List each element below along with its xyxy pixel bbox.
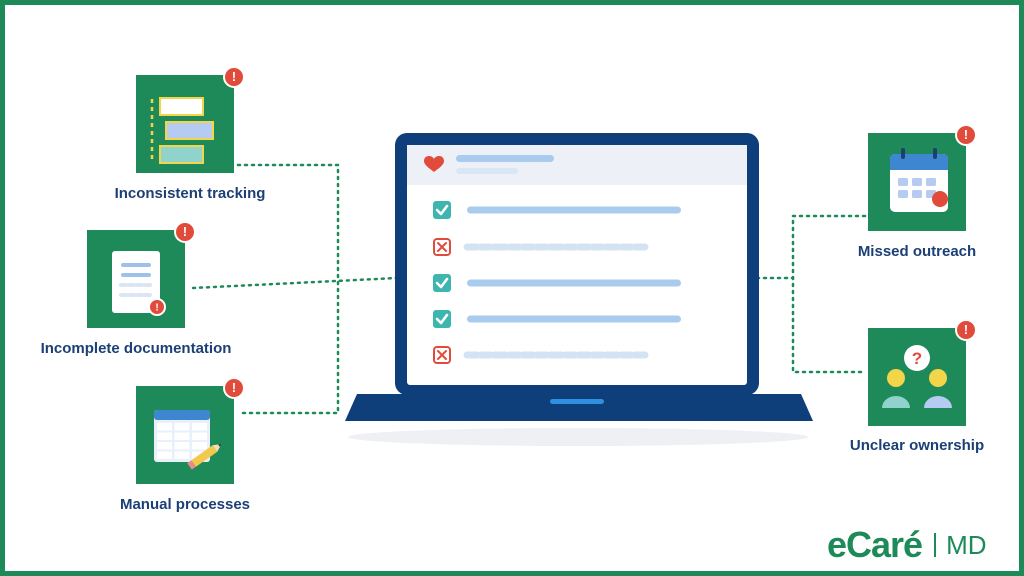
spreadsheet-cell [157, 432, 172, 440]
connector-documentation [191, 276, 399, 290]
person-body [924, 396, 952, 408]
checklist-row-4 [433, 346, 651, 364]
completed-task-line [467, 279, 681, 287]
spreadsheet-cell [192, 442, 207, 450]
spreadsheet-cell [174, 442, 190, 450]
alert-badge-icon [955, 124, 977, 146]
right-connectors [755, 214, 867, 374]
left-connectors [191, 163, 399, 415]
calendar-ring [901, 148, 905, 159]
person-head [887, 369, 905, 387]
alert-symbol: ! [964, 323, 968, 337]
card-spreadsheet-pencil: ! [136, 377, 245, 484]
spreadsheet-cell [192, 423, 207, 431]
checklist-row-3 [433, 310, 681, 328]
card-timeline-boxes: ! [136, 66, 245, 173]
spreadsheet-cell [157, 423, 172, 431]
check-mark-icon [435, 277, 449, 289]
cross-mark-icon [437, 242, 447, 252]
check-mark-icon [435, 204, 449, 216]
label-inconsistent-tracking: Inconsistent tracking [114, 185, 266, 202]
logo-suffix: MD [946, 530, 987, 560]
issue-cards: !!!!!?! [87, 66, 977, 484]
missed-day-marker [932, 191, 948, 207]
heart-icon [424, 156, 444, 172]
alert-badge-icon [174, 221, 196, 243]
alert-badge-icon [148, 298, 166, 316]
document-line [121, 273, 151, 277]
alert-symbol: ! [964, 128, 968, 142]
laptop [345, 133, 813, 421]
calendar-day [912, 178, 922, 186]
calendar-day [912, 190, 922, 198]
card-people-question: ?! [868, 319, 977, 426]
timeline-box-2 [165, 121, 214, 140]
calendar-header [890, 154, 948, 170]
alert-symbol: ! [155, 302, 158, 313]
document-alert-icon: ! [112, 251, 166, 316]
checklist-row-2 [433, 274, 681, 292]
calendar-icon [890, 148, 948, 212]
calendar-day [898, 178, 908, 186]
spreadsheet-cell [174, 432, 190, 440]
label-incomplete-documentation: Incomplete documentation [40, 340, 232, 357]
spreadsheet-cell [192, 432, 207, 440]
connector-tracking-manual [236, 163, 340, 415]
pencil-icon [187, 443, 222, 470]
header-title-line [456, 155, 554, 162]
alert-symbol: ! [232, 70, 236, 84]
question-bubble [904, 345, 930, 371]
spreadsheet-cell [174, 423, 190, 431]
spreadsheet-pencil-icon [154, 410, 222, 470]
calendar-ring [933, 148, 937, 159]
logo-wordmark: eCaré [827, 524, 923, 565]
checklist-row-0 [433, 201, 681, 219]
pencil-body [191, 445, 218, 467]
checklist [433, 201, 681, 364]
person-head [929, 369, 947, 387]
spreadsheet-cell [174, 451, 190, 459]
cross-mark-icon [437, 350, 447, 360]
completed-task-line [467, 206, 681, 214]
document-line [121, 263, 151, 267]
laptop-base [345, 394, 813, 421]
spreadsheet-header [154, 410, 210, 420]
trackpad-notch [550, 399, 604, 404]
check-mark-icon [435, 313, 449, 325]
people-question-icon: ? [882, 345, 952, 408]
timeline-boxes-icon [150, 97, 214, 164]
screen-header [407, 145, 747, 185]
spreadsheet-cell [157, 451, 172, 459]
laptop-screen [407, 145, 747, 385]
card-document-alert: !! [87, 221, 196, 328]
question-mark-icon: ? [912, 349, 922, 368]
calendar-day [926, 178, 936, 186]
logo-divider [934, 533, 937, 557]
alert-badge-icon [223, 377, 245, 399]
alert-symbol: ! [232, 381, 236, 395]
card-background [868, 328, 966, 426]
timeline-box-3 [159, 145, 204, 164]
connector-outreach-ownership [791, 214, 867, 374]
label-missed-outreach: Missed outreach [857, 243, 977, 260]
diagram-canvas: !!!!!?! [87, 66, 977, 484]
alert-badge-icon [955, 319, 977, 341]
label-unclear-ownership: Unclear ownership [849, 437, 985, 454]
timeline-box-1 [159, 97, 204, 116]
card-calendar: ! [868, 124, 977, 231]
alert-badge-icon [223, 66, 245, 88]
alert-symbol: ! [183, 225, 187, 239]
calendar-day [898, 190, 908, 198]
label-manual-processes: Manual processes [119, 496, 251, 513]
laptop-shadow [348, 428, 808, 446]
header-subtitle-line [456, 168, 518, 174]
completed-task-line [467, 315, 681, 323]
ecare-md-logo: eCaré MD [827, 525, 987, 565]
checklist-row-1 [433, 238, 651, 256]
spreadsheet-cell [157, 442, 172, 450]
pencil-lead [218, 443, 222, 447]
pencil-eraser [187, 460, 196, 470]
person-body [882, 396, 910, 408]
